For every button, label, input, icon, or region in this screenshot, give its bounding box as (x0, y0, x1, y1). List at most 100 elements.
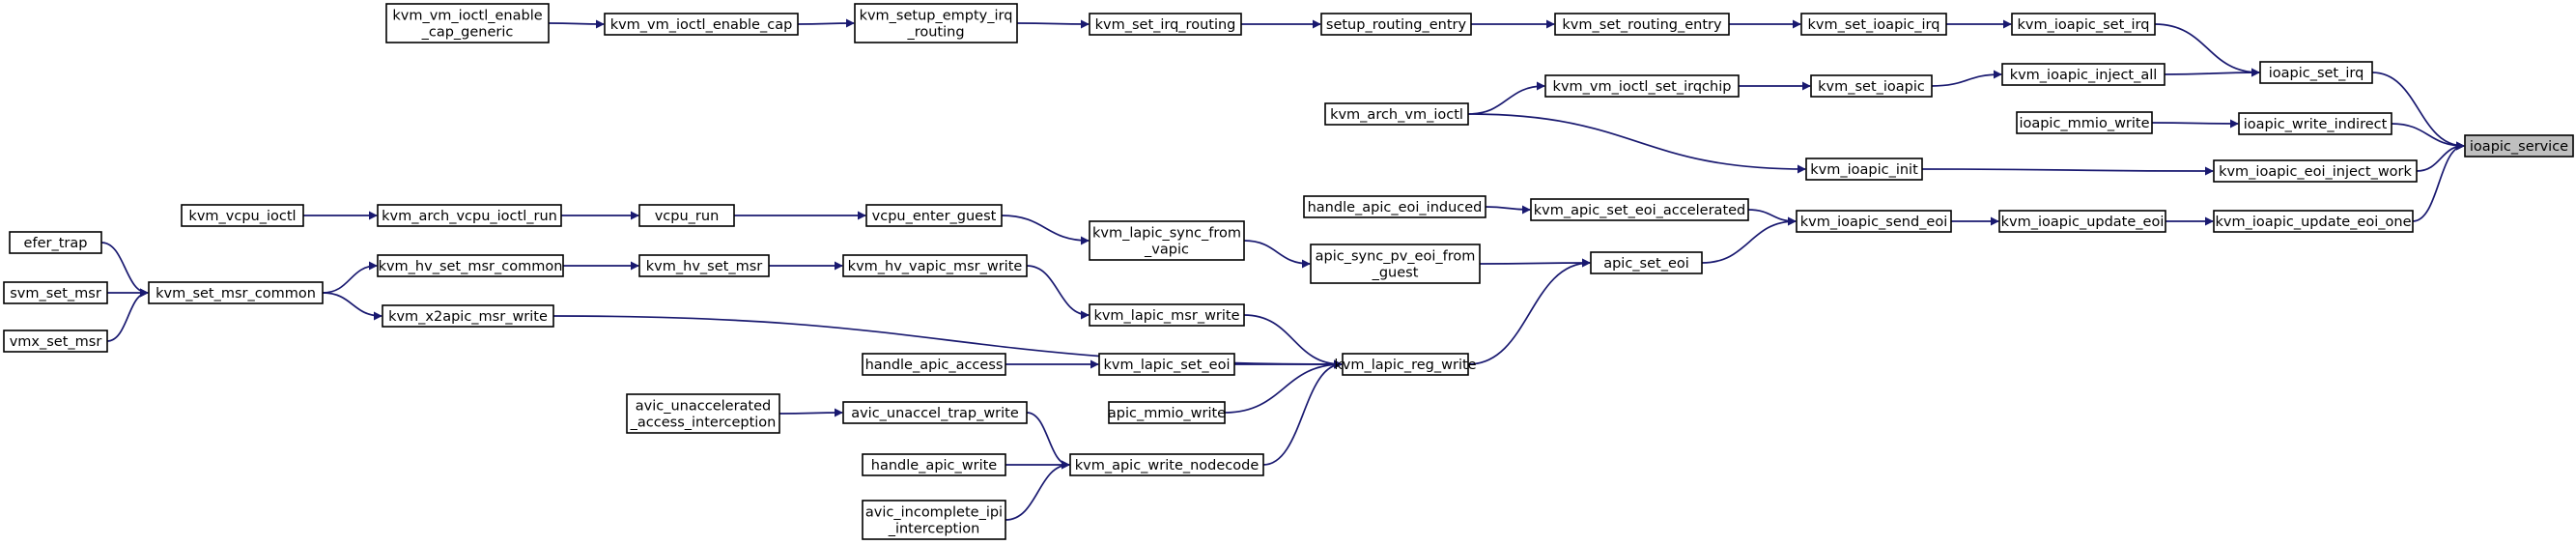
edge-ioapic-mmio-write-to-ioapic-write-indirect (2151, 119, 2239, 129)
node-box (1805, 158, 1923, 181)
node-label: ioapic_set_irq (2269, 66, 2364, 81)
node-kvm-hv-set-msr-common[interactable]: kvm_hv_set_msr_common (377, 254, 564, 277)
node-kvm-set-irq-routing[interactable]: kvm_set_irq_routing (1089, 13, 1242, 36)
edge-kvm-ioapic-init-to-kvm-ioapic-eoi-inject-work (1921, 166, 2214, 176)
node-kvm-hv-vapic-msr-write[interactable]: kvm_hv_vapic_msr_write (842, 254, 1028, 277)
node-label: kvm_arch_vcpu_ioctl_run (382, 209, 557, 224)
node-label: apic_sync_pv_eoi_from (1316, 249, 1476, 265)
node-box (3, 281, 108, 304)
node-label: kvm_ioapic_init (1810, 162, 1918, 178)
edge-avic-unaccel-trap-write-to-kvm-apic-write-nodecode (1026, 412, 1070, 470)
node-kvm-lapic-msr-write[interactable]: kvm_lapic_msr_write (1089, 303, 1245, 327)
edge-vcpu-enter-guest-to-kvm-lapic-sync-from-vapic (1001, 215, 1090, 245)
edge-kvm-set-ioapic-to-kvm-ioapic-inject-all (1931, 70, 2002, 87)
node-label: avic_unaccel_trap_write (851, 406, 1019, 421)
node-kvm-lapic-sync-from-vapic[interactable]: kvm_lapic_sync_from_vapic (1089, 220, 1245, 261)
edge-ioapic-set-irq-to-ioapic-service (2371, 72, 2465, 151)
node-kvm-ioapic-send-eoi[interactable]: kvm_ioapic_send_eoi (1796, 210, 1952, 233)
node-box (382, 304, 554, 328)
node-label: kvm_hv_vapic_msr_write (848, 259, 1023, 274)
node-box (2464, 134, 2574, 158)
edge-efer-trap-to-kvm-set-msr-common (100, 242, 149, 298)
node-kvm-lapic-reg-write[interactable]: kvm_lapic_reg_write (1334, 353, 1477, 376)
node-kvm-apic-write-nodecode[interactable]: kvm_apic_write_nodecode (1069, 453, 1264, 476)
node-label: efer_trap (24, 236, 88, 251)
node-box (862, 353, 1006, 376)
node-ioapic-mmio-write[interactable]: ioapic_mmio_write (2016, 111, 2153, 134)
node-kvm-ioapic-update-eoi[interactable]: kvm_ioapic_update_eoi (1998, 210, 2166, 233)
node-label: kvm_vcpu_ioctl (188, 209, 296, 224)
node-label: avic_incomplete_ipi (865, 505, 1003, 521)
node-box (377, 254, 564, 277)
edge-kvm-lapic-msr-write-to-kvm-lapic-reg-write (1243, 314, 1343, 369)
node-label: kvm_set_msr_common (156, 286, 316, 301)
edge-kvm-set-msr-common-to-kvm-hv-set-msr-common (322, 261, 378, 294)
edge-ioapic-write-indirect-to-ioapic-service (2391, 123, 2465, 151)
node-label: avic_unaccelerated (636, 399, 771, 415)
node-vmx-set-msr[interactable]: vmx_set_msr (3, 330, 108, 353)
node-kvm-ioapic-set-irq[interactable]: kvm_ioapic_set_irq (2011, 13, 2156, 36)
node-avic-unaccelerated-access-interception[interactable]: avic_unaccelerated_access_interception (626, 393, 780, 434)
node-apic-mmio-write[interactable]: apic_mmio_write (1108, 401, 1226, 424)
node-kvm-arch-vm-ioctl[interactable]: kvm_arch_vm_ioctl (1324, 102, 1469, 126)
edge-kvm-arch-vm-ioctl-to-kvm-ioapic-init (1467, 113, 1806, 174)
node-apic-sync-pv-eoi-from-guest[interactable]: apic_sync_pv_eoi_from_guest (1310, 244, 1481, 284)
node-kvm-set-ioapic[interactable]: kvm_set_ioapic (1810, 74, 1933, 98)
node-box (2213, 210, 2414, 233)
node-handle-apic-write[interactable]: handle_apic_write (862, 453, 1006, 476)
node-box (181, 204, 304, 227)
node-ioapic-write-indirect[interactable]: ioapic_write_indirect (2238, 112, 2392, 135)
node-handle-apic-eoi-induced[interactable]: handle_apic_eoi_induced (1303, 195, 1486, 218)
node-kvm-set-routing-entry[interactable]: kvm_set_routing_entry (1554, 13, 1730, 36)
node-label: kvm_vm_ioctl_enable (392, 9, 542, 24)
node-ioapic-set-irq[interactable]: ioapic_set_irq (2259, 61, 2373, 84)
node-setup-routing-entry[interactable]: setup_routing_entry (1320, 13, 1472, 36)
node-vcpu-run[interactable]: vcpu_run (638, 204, 735, 227)
node-box (638, 204, 735, 227)
node-box (626, 393, 780, 434)
node-box (1108, 401, 1226, 424)
node-efer-trap[interactable]: efer_trap (9, 231, 102, 254)
node-kvm-ioapic-init[interactable]: kvm_ioapic_init (1805, 158, 1923, 181)
node-avic-unaccel-trap-write[interactable]: avic_unaccel_trap_write (842, 401, 1028, 424)
node-kvm-set-ioapic-irq[interactable]: kvm_set_ioapic_irq (1800, 13, 1947, 36)
node-box (862, 453, 1006, 476)
node-kvm-ioapic-inject-all[interactable]: kvm_ioapic_inject_all (2001, 63, 2166, 86)
node-label: kvm_lapic_set_eoi (1104, 358, 1231, 373)
edge-kvm-vm-ioctl-enable-cap-to-kvm-setup-empty-irq-routing (797, 18, 855, 28)
node-avic-incomplete-ipi-interception[interactable]: avic_incomplete_ipi_interception (862, 500, 1006, 540)
node-ioapic-service[interactable]: ioapic_service (2464, 134, 2574, 158)
node-apic-set-eoi[interactable]: apic_set_eoi (1590, 251, 1703, 274)
node-label: handle_apic_write (871, 458, 998, 473)
node-kvm-vm-ioctl-set-irqchip[interactable]: kvm_vm_ioctl_set_irqchip (1544, 74, 1740, 98)
node-label: apic_mmio_write (1108, 406, 1226, 421)
node-kvm-vcpu-ioctl[interactable]: kvm_vcpu_ioctl (181, 204, 304, 227)
node-label: kvm_apic_set_eoi_accelerated (1534, 203, 1746, 218)
node-kvm-ioapic-update-eoi-one[interactable]: kvm_ioapic_update_eoi_one (2213, 210, 2414, 233)
node-vcpu-enter-guest[interactable]: vcpu_enter_guest (865, 204, 1003, 227)
edge-handle-apic-eoi-induced-to-kvm-apic-set-eoi-accelerated (1485, 205, 1531, 215)
node-kvm-vm-ioctl-enable-cap[interactable]: kvm_vm_ioctl_enable_cap (604, 13, 799, 36)
edge-kvm-ioapic-update-eoi-one-to-ioapic-service (2412, 141, 2465, 222)
node-kvm-x2apic-msr-write[interactable]: kvm_x2apic_msr_write (382, 304, 554, 328)
node-kvm-setup-empty-irq-routing[interactable]: kvm_setup_empty_irq_routing (854, 3, 1018, 43)
edge-kvm-ioapic-set-irq-to-ioapic-set-irq (2154, 23, 2260, 77)
edge-kvm-arch-vm-ioctl-to-kvm-vm-ioctl-set-irqchip (1467, 81, 1545, 115)
node-label: kvm_set_routing_entry (1562, 17, 1722, 33)
node-kvm-hv-set-msr[interactable]: kvm_hv_set_msr (638, 254, 770, 277)
node-label: svm_set_msr (10, 286, 101, 301)
node-label: _cap_generic (421, 25, 514, 41)
node-label: ioapic_service (2470, 139, 2568, 155)
node-kvm-set-msr-common[interactable]: kvm_set_msr_common (148, 281, 324, 304)
node-svm-set-msr[interactable]: svm_set_msr (3, 281, 108, 304)
node-kvm-vm-ioctl-enable-cap-generic[interactable]: kvm_vm_ioctl_enable_cap_generic (385, 3, 550, 43)
node-kvm-apic-set-eoi-accelerated[interactable]: kvm_apic_set_eoi_accelerated (1530, 198, 1749, 221)
node-kvm-arch-vcpu-ioctl-run[interactable]: kvm_arch_vcpu_ioctl_run (377, 204, 562, 227)
node-box (1089, 13, 1242, 36)
node-kvm-ioapic-eoi-inject-work[interactable]: kvm_ioapic_eoi_inject_work (2213, 159, 2418, 183)
node-kvm-lapic-set-eoi[interactable]: kvm_lapic_set_eoi (1098, 353, 1235, 376)
node-label: kvm_hv_set_msr_common (379, 259, 563, 274)
node-box (865, 204, 1003, 227)
node-handle-apic-access[interactable]: handle_apic_access (862, 353, 1006, 376)
